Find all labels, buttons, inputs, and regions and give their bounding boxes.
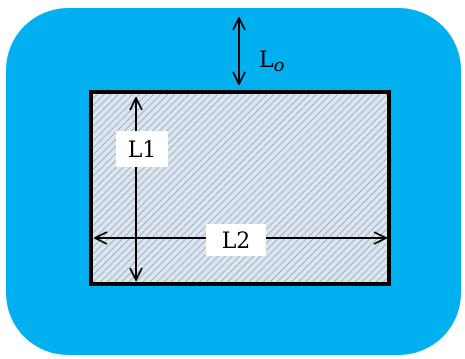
inner-rectangle-outline [89,90,391,286]
offset-label-main: L [259,48,274,73]
offset-label: Lo [259,48,285,76]
offset-label-sub: o [274,55,285,76]
length-2-label: L2 [222,229,251,254]
length-1-label-box [116,131,168,167]
length-1-label: L1 [128,138,157,163]
length-2-label-box [206,224,266,256]
